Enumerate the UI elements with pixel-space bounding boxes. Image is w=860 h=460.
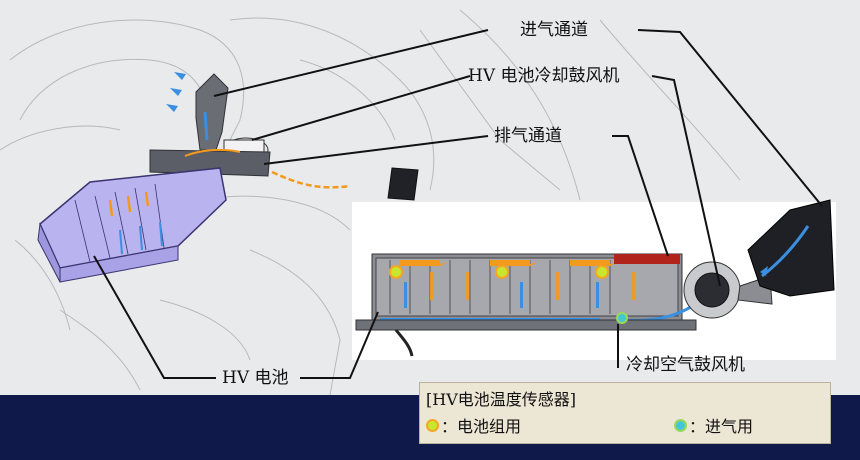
cooling-air-blower-label: 冷却空气鼓风机: [626, 355, 745, 375]
legend-title: [HV电池温度传感器]: [426, 390, 576, 409]
sensor-legend: [HV电池温度传感器] ：电池组用 ：进气用: [419, 382, 831, 444]
intake-sensor-dot-icon: [674, 418, 687, 432]
legend-item-label: ：进气用: [689, 417, 754, 436]
detail-battery-pack: [355, 253, 702, 357]
legend-item-battery-pack: ：电池组用: [426, 413, 521, 437]
hv-battery-shape: [37, 167, 227, 283]
intake-duct-label: 进气通道: [520, 20, 588, 40]
intake-arrows: [166, 72, 186, 112]
cooling-blower-label: HV 电池冷却鼓风机: [468, 66, 620, 86]
detail-blower: [683, 261, 773, 319]
detail-intake-duct: [747, 199, 835, 297]
intake-duct-shape: [195, 73, 229, 151]
exhaust-duct-label: 排气通道: [494, 126, 562, 146]
rear-vent-shape: [387, 167, 419, 201]
legend-item-intake: ：进气用: [674, 413, 753, 437]
legend-item-label: ：电池组用: [441, 417, 522, 436]
battery-sensor-dot-icon: [426, 418, 439, 432]
hv-battery-label: HV 电池: [222, 368, 289, 388]
